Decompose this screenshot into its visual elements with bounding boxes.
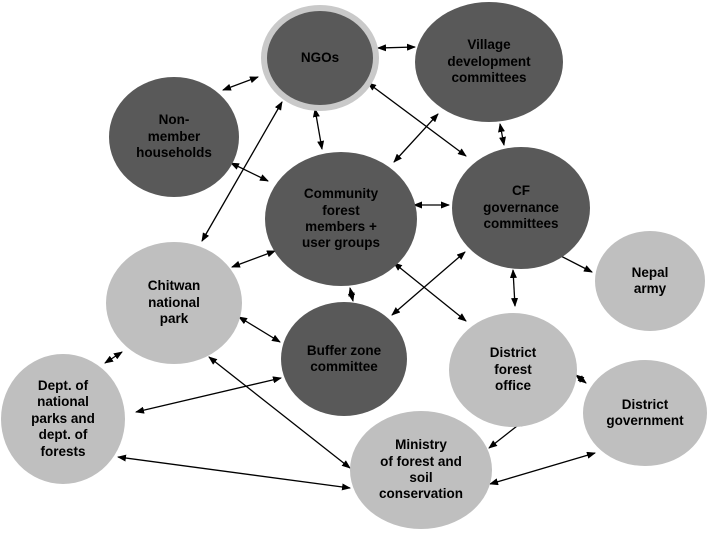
edge-chitwan-bz bbox=[238, 316, 281, 343]
edge-dfo-distgov bbox=[575, 374, 587, 384]
edge-ministry-distgov bbox=[489, 451, 596, 486]
edge-dept-ministry bbox=[117, 454, 351, 491]
edge-vdc-cfgov bbox=[498, 123, 506, 146]
node-cfgov: CF governance committees bbox=[452, 147, 590, 269]
node-dfo: District forest office bbox=[449, 313, 577, 427]
node-bz: Buffer zone committee bbox=[281, 302, 407, 416]
edge-cfgov-bz bbox=[391, 251, 466, 316]
edge-chitwan-dept bbox=[104, 351, 123, 364]
node-cfm: Community forest members + user groups bbox=[265, 152, 417, 286]
edge-cfm-bz bbox=[347, 287, 356, 302]
node-label-chitwan: Chitwan national park bbox=[147, 278, 201, 327]
edge-ngos-vdc bbox=[377, 43, 416, 52]
node-chitwan: Chitwan national park bbox=[106, 242, 242, 364]
node-army: Nepal army bbox=[595, 231, 705, 331]
node-label-ministry: Ministry of forest and soil conservation bbox=[378, 437, 464, 502]
edge-ngos-cfm bbox=[312, 108, 325, 150]
node-ngos: NGOs bbox=[267, 11, 373, 105]
node-ministry: Ministry of forest and soil conservation bbox=[350, 411, 492, 529]
node-label-cfgov: CF governance committees bbox=[483, 183, 559, 232]
node-distgov: District government bbox=[583, 360, 707, 466]
edge-cfgov-dfo bbox=[509, 269, 519, 307]
edge-dept-bz bbox=[135, 376, 282, 414]
edge-ngos-nmh bbox=[222, 76, 259, 91]
node-label-distgov: District government bbox=[606, 396, 684, 428]
node-label-vdc: Village development committees bbox=[447, 37, 531, 86]
node-label-ngos: NGOs bbox=[300, 49, 340, 65]
edge-vdc-cfm bbox=[393, 113, 439, 163]
node-vdc: Village development committees bbox=[415, 2, 563, 122]
node-label-dfo: District forest office bbox=[489, 345, 537, 394]
node-dept: Dept. of national parks and dept. of for… bbox=[1, 354, 125, 484]
edge-nmh-cfm bbox=[230, 162, 269, 182]
node-label-dept: Dept. of national parks and dept. of for… bbox=[31, 377, 95, 459]
node-label-cfm: Community forest members + user groups bbox=[301, 186, 380, 251]
edge-cfm-dfo bbox=[393, 262, 467, 322]
node-label-nmh: Non- member households bbox=[136, 112, 212, 161]
node-label-bz: Buffer zone committee bbox=[306, 342, 382, 374]
edge-cfm-chitwan bbox=[231, 250, 276, 268]
node-nmh: Non- member households bbox=[109, 77, 239, 197]
node-label-army: Nepal army bbox=[631, 264, 669, 296]
